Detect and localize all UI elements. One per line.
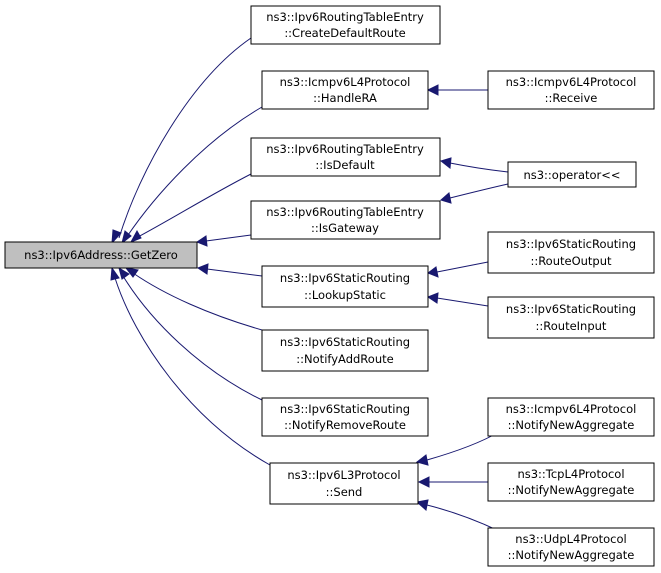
node-route-input-line-2: ::RouteInput <box>536 319 607 333</box>
arrowhead-send-to-get-zero <box>110 266 120 281</box>
node-notify-add-route-line-1: ns3::Ipv6StaticRouting <box>280 335 410 349</box>
node-notify-add-route[interactable]: ns3::Ipv6StaticRouting ::NotifyAddRoute <box>261 329 429 372</box>
arrowhead-operator-to-is-default <box>439 157 452 169</box>
arrowhead-is-default-to-get-zero <box>129 229 142 243</box>
arrowhead-handle-ra-to-get-zero <box>121 230 132 245</box>
node-is-gateway-line-1: ns3::Ipv6RoutingTableEntry <box>266 205 424 219</box>
edge-operator-to-is-gateway <box>449 183 509 199</box>
edge-send-to-get-zero <box>114 277 271 466</box>
edge-udp-notify-to-send <box>426 504 500 532</box>
node-get-zero-label: ns3::Ipv6Address::GetZero <box>24 248 178 262</box>
arrowhead-udp-notify-to-send <box>415 499 429 511</box>
edge-operator-to-is-default <box>449 162 509 173</box>
node-notify-remove-route-line-2: ::NotifyRemoveRoute <box>284 418 406 432</box>
arrowhead-notify-remove-route-to-get-zero <box>118 266 130 280</box>
node-is-default-line-1: ns3::Ipv6RoutingTableEntry <box>266 142 424 156</box>
node-handle-ra[interactable]: ns3::Icmpv6L4Protocol ::HandleRA <box>261 70 429 110</box>
arrowhead-notify-add-route-to-get-zero <box>124 267 139 278</box>
node-is-gateway-line-2: ::IsGateway <box>311 221 379 235</box>
arrowhead-create-default-route-to-get-zero <box>111 229 122 245</box>
node-icmp-notify-line-1: ns3::Icmpv6L4Protocol <box>506 402 637 416</box>
edge-is-gateway-to-get-zero <box>205 234 252 242</box>
edge-notify-add-route-to-get-zero <box>132 272 263 331</box>
node-route-output[interactable]: ns3::Ipv6StaticRouting ::RouteOutput <box>487 231 655 274</box>
node-notify-remove-route-line-1: ns3::Ipv6StaticRouting <box>280 402 410 416</box>
node-handle-ra-line-2: ::HandleRA <box>313 91 377 105</box>
node-route-output-line-2: ::RouteOutput <box>530 254 612 268</box>
edge-lookup-static-to-get-zero <box>206 268 263 277</box>
edge-route-input-to-lookup-static <box>436 297 489 307</box>
node-is-default[interactable]: ns3::Ipv6RoutingTableEntry ::IsDefault <box>250 137 441 177</box>
node-tcp-notify-line-1: ns3::TcpL4Protocol <box>517 467 624 481</box>
node-udp-notify-line-2: ::NotifyNewAggregate <box>508 548 635 562</box>
node-l3-send-line-1: ns3::Ipv6L3Protocol <box>287 468 400 482</box>
node-icmp-notify-line-2: ::NotifyNewAggregate <box>508 418 635 432</box>
node-create-default-route-line-2: ::CreateDefaultRoute <box>284 26 405 40</box>
node-icmp-receive-line-1: ns3::Icmpv6L4Protocol <box>506 75 637 89</box>
node-icmp-receive[interactable]: ns3::Icmpv6L4Protocol ::Receive <box>487 70 655 110</box>
node-notify-remove-route[interactable]: ns3::Ipv6StaticRouting ::NotifyRemoveRou… <box>261 397 429 437</box>
arrowhead-icmp-notify-to-send <box>415 454 429 466</box>
edge-handle-ra-to-get-zero <box>125 106 263 239</box>
edge-route-output-to-lookup-static <box>436 261 489 273</box>
node-udp-notify[interactable]: ns3::UdpL4Protocol ::NotifyNewAggregate <box>487 527 655 567</box>
node-notify-add-route-line-2: ::NotifyAddRoute <box>296 352 393 366</box>
node-tcp-notify[interactable]: ns3::TcpL4Protocol ::NotifyNewAggregate <box>487 462 655 502</box>
node-handle-ra-line-1: ns3::Icmpv6L4Protocol <box>280 75 411 89</box>
arrowhead-route-input-to-lookup-static <box>426 292 439 304</box>
node-create-default-route-line-1: ns3::Ipv6RoutingTableEntry <box>266 10 424 24</box>
node-lookup-static-line-2: ::LookupStatic <box>304 288 386 302</box>
node-icmp-notify[interactable]: ns3::Icmpv6L4Protocol ::NotifyNewAggrega… <box>487 397 655 437</box>
arrowhead-route-output-to-lookup-static <box>426 266 439 278</box>
node-l3-send[interactable]: ns3::Ipv6L3Protocol ::Send <box>269 462 419 505</box>
node-lookup-static[interactable]: ns3::Ipv6StaticRouting ::LookupStatic <box>261 265 429 308</box>
node-is-gateway[interactable]: ns3::Ipv6RoutingTableEntry ::IsGateway <box>250 200 441 240</box>
node-udp-notify-line-1: ns3::UdpL4Protocol <box>515 532 626 546</box>
node-operator-out-label: ns3::operator<< <box>523 168 620 182</box>
arrowhead-operator-to-is-gateway <box>439 192 452 204</box>
edge-create-default-route-to-get-zero <box>118 37 252 239</box>
node-l3-send-line-2: ::Send <box>326 485 363 499</box>
node-route-output-line-1: ns3::Ipv6StaticRouting <box>506 237 636 251</box>
node-operator-out[interactable]: ns3::operator<< <box>507 161 637 188</box>
node-tcp-notify-line-2: ::NotifyNewAggregate <box>508 483 635 497</box>
node-is-default-line-2: ::IsDefault <box>315 158 375 172</box>
node-icmp-receive-line-2: ::Receive <box>545 91 598 105</box>
node-create-default-route[interactable]: ns3::Ipv6RoutingTableEntry ::CreateDefau… <box>250 5 441 45</box>
node-lookup-static-line-1: ns3::Ipv6StaticRouting <box>280 271 410 285</box>
node-route-input[interactable]: ns3::Ipv6StaticRouting ::RouteInput <box>487 296 655 339</box>
node-get-zero[interactable]: ns3::Ipv6Address::GetZero <box>4 241 198 269</box>
edge-is-default-to-get-zero <box>135 173 252 239</box>
arrowhead-receive-to-handle-ra <box>426 84 439 96</box>
arrowhead-tcp-notify-to-send <box>417 476 430 488</box>
edge-notify-remove-route-to-get-zero <box>122 275 263 401</box>
node-route-input-line-1: ns3::Ipv6StaticRouting <box>506 302 636 316</box>
arrowhead-lookup-static-to-get-zero <box>196 263 209 275</box>
arrowhead-is-gateway-to-get-zero <box>195 235 208 247</box>
